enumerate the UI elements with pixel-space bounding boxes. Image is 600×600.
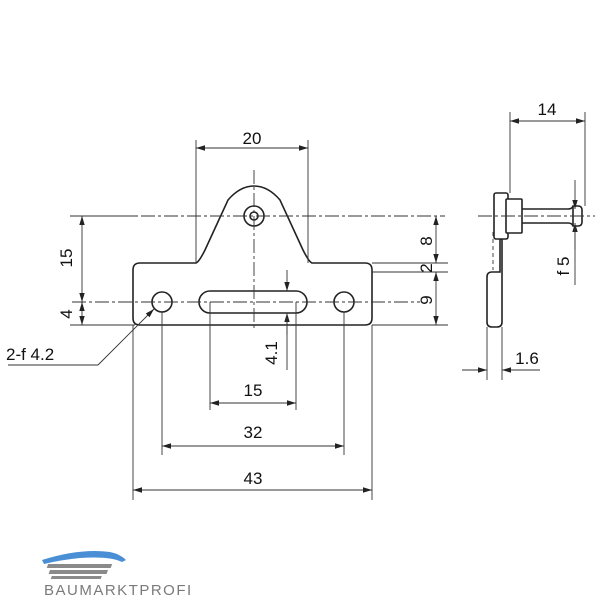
dim-1-6-label: 1.6 — [515, 349, 539, 368]
brand-wordmark: BAUMARKTPROFI — [44, 582, 193, 599]
dim-9-label: 9 — [417, 295, 436, 304]
bracket-outline — [132, 185, 373, 326]
dim-15-slot-label: 15 — [244, 381, 263, 400]
side-view-bracket — [486, 192, 583, 328]
dim-32-label: 32 — [244, 423, 263, 442]
dim-8-label: 8 — [417, 236, 436, 245]
dim-4-1-label: 4.1 — [262, 341, 281, 365]
front-view-bracket — [132, 185, 373, 326]
dim-15-vertical-label: 15 — [57, 249, 76, 268]
dim-43-label: 43 — [244, 469, 263, 488]
dim-4-vertical-label: 4 — [57, 309, 76, 318]
plate-edge — [486, 239, 503, 328]
hole-spec-label: 2-f 4.2 — [6, 345, 54, 364]
dim-f5-label: f 5 — [554, 257, 573, 276]
dim-14-label: 14 — [538, 100, 557, 119]
baumarktprofi-logo-icon — [42, 551, 126, 579]
front-view-dimensions: 20 15 4 2-f 4.2 8 2 9 4.1 15 — [6, 129, 448, 500]
front-view-centerlines — [72, 170, 445, 330]
dim-20-label: 20 — [243, 129, 262, 148]
side-view-dimensions: 14 f 5 1.6 — [462, 100, 586, 380]
dim-2-label: 2 — [417, 263, 436, 272]
